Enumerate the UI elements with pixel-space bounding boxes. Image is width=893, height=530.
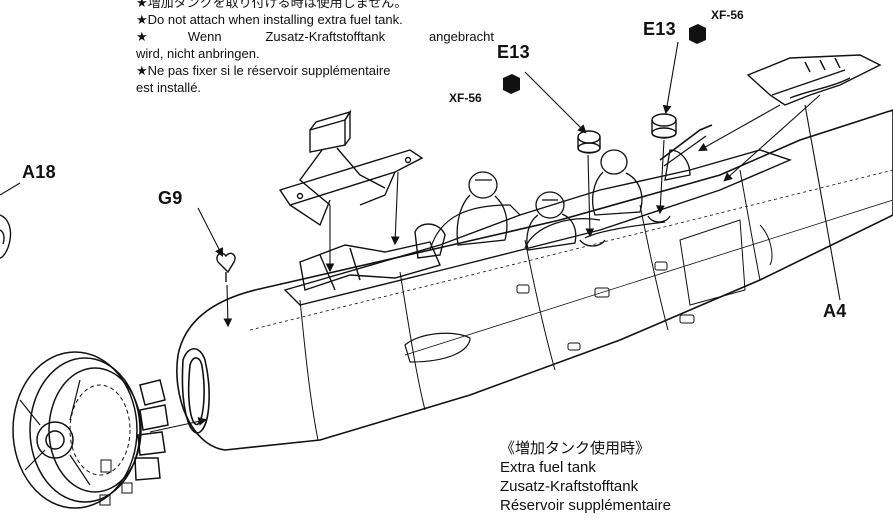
fuel-tank-french: Réservoir supplémentaire	[500, 497, 671, 514]
note-german-line1: ★Wenn Zusatz-Kraftstofftank angebracht	[136, 29, 494, 44]
rear-lattice-part	[746, 54, 882, 106]
antenna-mast-part	[278, 109, 424, 227]
part-label-a4: A4	[823, 301, 847, 321]
part-label-e13-left: E13	[497, 42, 530, 62]
paint-code-left: XF-56	[449, 91, 482, 105]
paint-swatch-left	[503, 74, 520, 94]
note-french-line1: ★Ne pas fixer si le réservoir supplément…	[136, 63, 391, 78]
part-label-g9: G9	[158, 188, 183, 208]
cockpit-area	[283, 149, 792, 306]
a18-part	[0, 214, 12, 259]
note-english: ★Do not attach when installing extra fue…	[136, 12, 403, 27]
note-french-line2: est installé.	[136, 80, 202, 95]
fuel-tank-english: Extra fuel tank	[500, 459, 596, 476]
caution-note: ★増加タンクを取り付ける時は使用しません。 ★Do not attach whe…	[136, 0, 496, 96]
paint-code-right: XF-56	[711, 8, 744, 22]
g9-part	[216, 252, 236, 282]
fuel-tank-german: Zusatz-Kraftstofftank	[500, 478, 639, 495]
note-japanese: ★増加タンクを取り付ける時は使用しません。	[136, 0, 408, 10]
paint-swatch-right	[689, 24, 706, 44]
crew-figures	[456, 124, 713, 251]
fuselage	[176, 109, 893, 451]
fuel-tank-japanese: 《増加タンク使用時》	[500, 440, 651, 457]
part-label-a18: A18	[22, 162, 56, 182]
e13-left-part	[577, 130, 601, 154]
engine-assembly	[12, 351, 169, 509]
leader-lines	[0, 41, 841, 433]
note-german-line2: wird, nicht anbringen.	[136, 46, 260, 61]
part-label-e13-right: E13	[643, 19, 676, 39]
e13-right-part	[651, 113, 677, 139]
fuel-tank-caption: 《増加タンク使用時》 Extra fuel tank Zusatz-Krafts…	[500, 439, 671, 515]
